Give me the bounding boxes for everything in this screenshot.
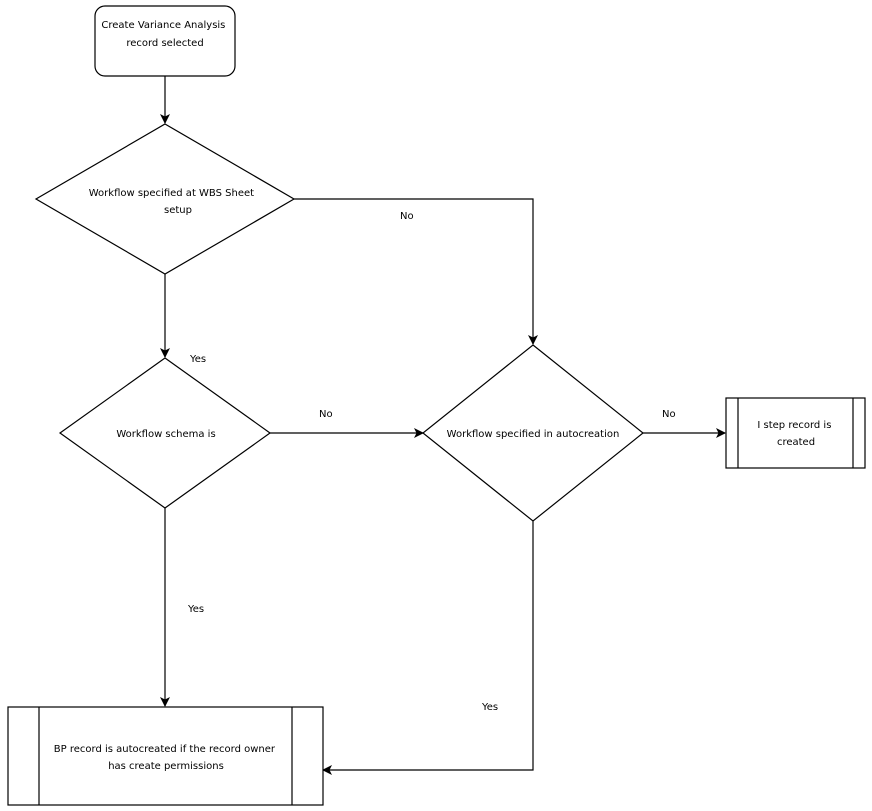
decision-schema-line-1: Workflow schema is xyxy=(116,429,215,440)
start-node-line-1: Create Variance Analysis xyxy=(101,20,225,31)
process-istep-node: I step record is created xyxy=(725,397,866,469)
decision-schema-label: Workflow schema is xyxy=(116,429,215,440)
decision-wbs-label: Workflow specified at WBS Sheet setup xyxy=(89,188,258,216)
process-bp-node: BP record is autocreated if the record o… xyxy=(7,706,324,806)
edge-label-wbs-yes: Yes xyxy=(189,354,206,365)
process-istep-shape xyxy=(725,397,866,469)
decision-autocreation-node: Workflow specified in autocreation xyxy=(422,344,644,522)
process-istep-label: I step record is created xyxy=(757,420,834,448)
process-istep-line-1: I step record is xyxy=(757,420,831,431)
decision-wbs-node: Workflow specified at WBS Sheet setup xyxy=(34,123,296,275)
start-node-line-2: record selected xyxy=(126,38,203,49)
decision-schema-shape xyxy=(58,357,272,509)
decision-wbs-line-2: setup xyxy=(164,205,192,216)
edge-label-schema-no: No xyxy=(319,409,333,420)
edge-label-autocreation-yes: Yes xyxy=(481,702,498,713)
edge-autocreation-yes-to-bp xyxy=(322,521,534,775)
process-bp-label: BP record is autocreated if the record o… xyxy=(54,744,278,772)
decision-autocreation-label: Workflow specified in autocreation xyxy=(447,429,620,440)
edge-labels: No Yes No No Yes Yes xyxy=(187,211,676,713)
start-node-label: Create Variance Analysis record selected xyxy=(101,20,228,49)
edge-label-autocreation-no: No xyxy=(662,409,676,420)
edge-label-schema-yes: Yes xyxy=(187,604,204,615)
start-node-shape xyxy=(94,5,236,77)
decision-wbs-shape xyxy=(34,123,296,275)
decision-autocreation-shape xyxy=(422,344,644,522)
process-bp-line-1: BP record is autocreated if the record o… xyxy=(54,744,276,755)
decision-wbs-line-1: Workflow specified at WBS Sheet xyxy=(89,188,254,199)
process-bp-line-2: has create permissions xyxy=(108,761,224,772)
process-istep-line-2: created xyxy=(777,437,815,448)
decision-schema-node: Workflow schema is xyxy=(58,357,272,509)
start-node: Create Variance Analysis record selected xyxy=(94,5,236,77)
connectors xyxy=(160,76,726,775)
decision-autocreation-line-1: Workflow specified in autocreation xyxy=(447,429,620,440)
process-bp-shape xyxy=(7,706,324,806)
edge-wbs-no-to-autocreation xyxy=(294,198,538,345)
edge-label-wbs-no: No xyxy=(400,211,414,222)
